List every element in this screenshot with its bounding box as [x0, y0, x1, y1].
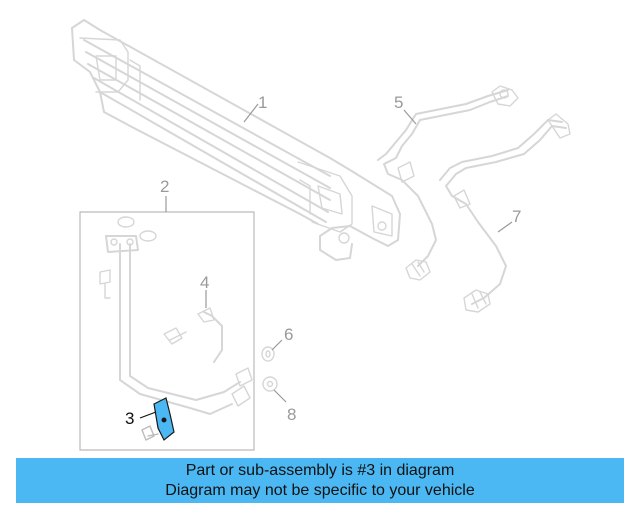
callout-2: 2: [160, 177, 169, 196]
clamp-part-3-highlighted: [141, 397, 175, 441]
callout-4: 4: [200, 273, 209, 292]
callout-leaders: [139, 103, 513, 419]
oil-cooler-part-1: [71, 19, 401, 261]
washer-part-6: [261, 346, 275, 362]
callout-6: 6: [284, 325, 293, 344]
banner-line-disclaimer: Diagram may not be specific to your vehi…: [165, 482, 475, 499]
cooler-line-part-7: [439, 113, 571, 313]
callout-5: 5: [394, 93, 403, 112]
callout-1: 1: [258, 93, 267, 112]
callout-3: 3: [125, 409, 134, 428]
callout-7: 7: [512, 207, 521, 226]
banner-line-part-number: Part or sub-assembly is #3 in diagram: [185, 462, 455, 479]
cooler-line-part-5: [377, 85, 519, 281]
bracket-part-4: [163, 307, 223, 363]
part-info-banner: Part or sub-assembly is #3 in diagram Di…: [16, 458, 624, 503]
callout-8: 8: [287, 405, 296, 424]
washer-part-8: [262, 376, 278, 392]
